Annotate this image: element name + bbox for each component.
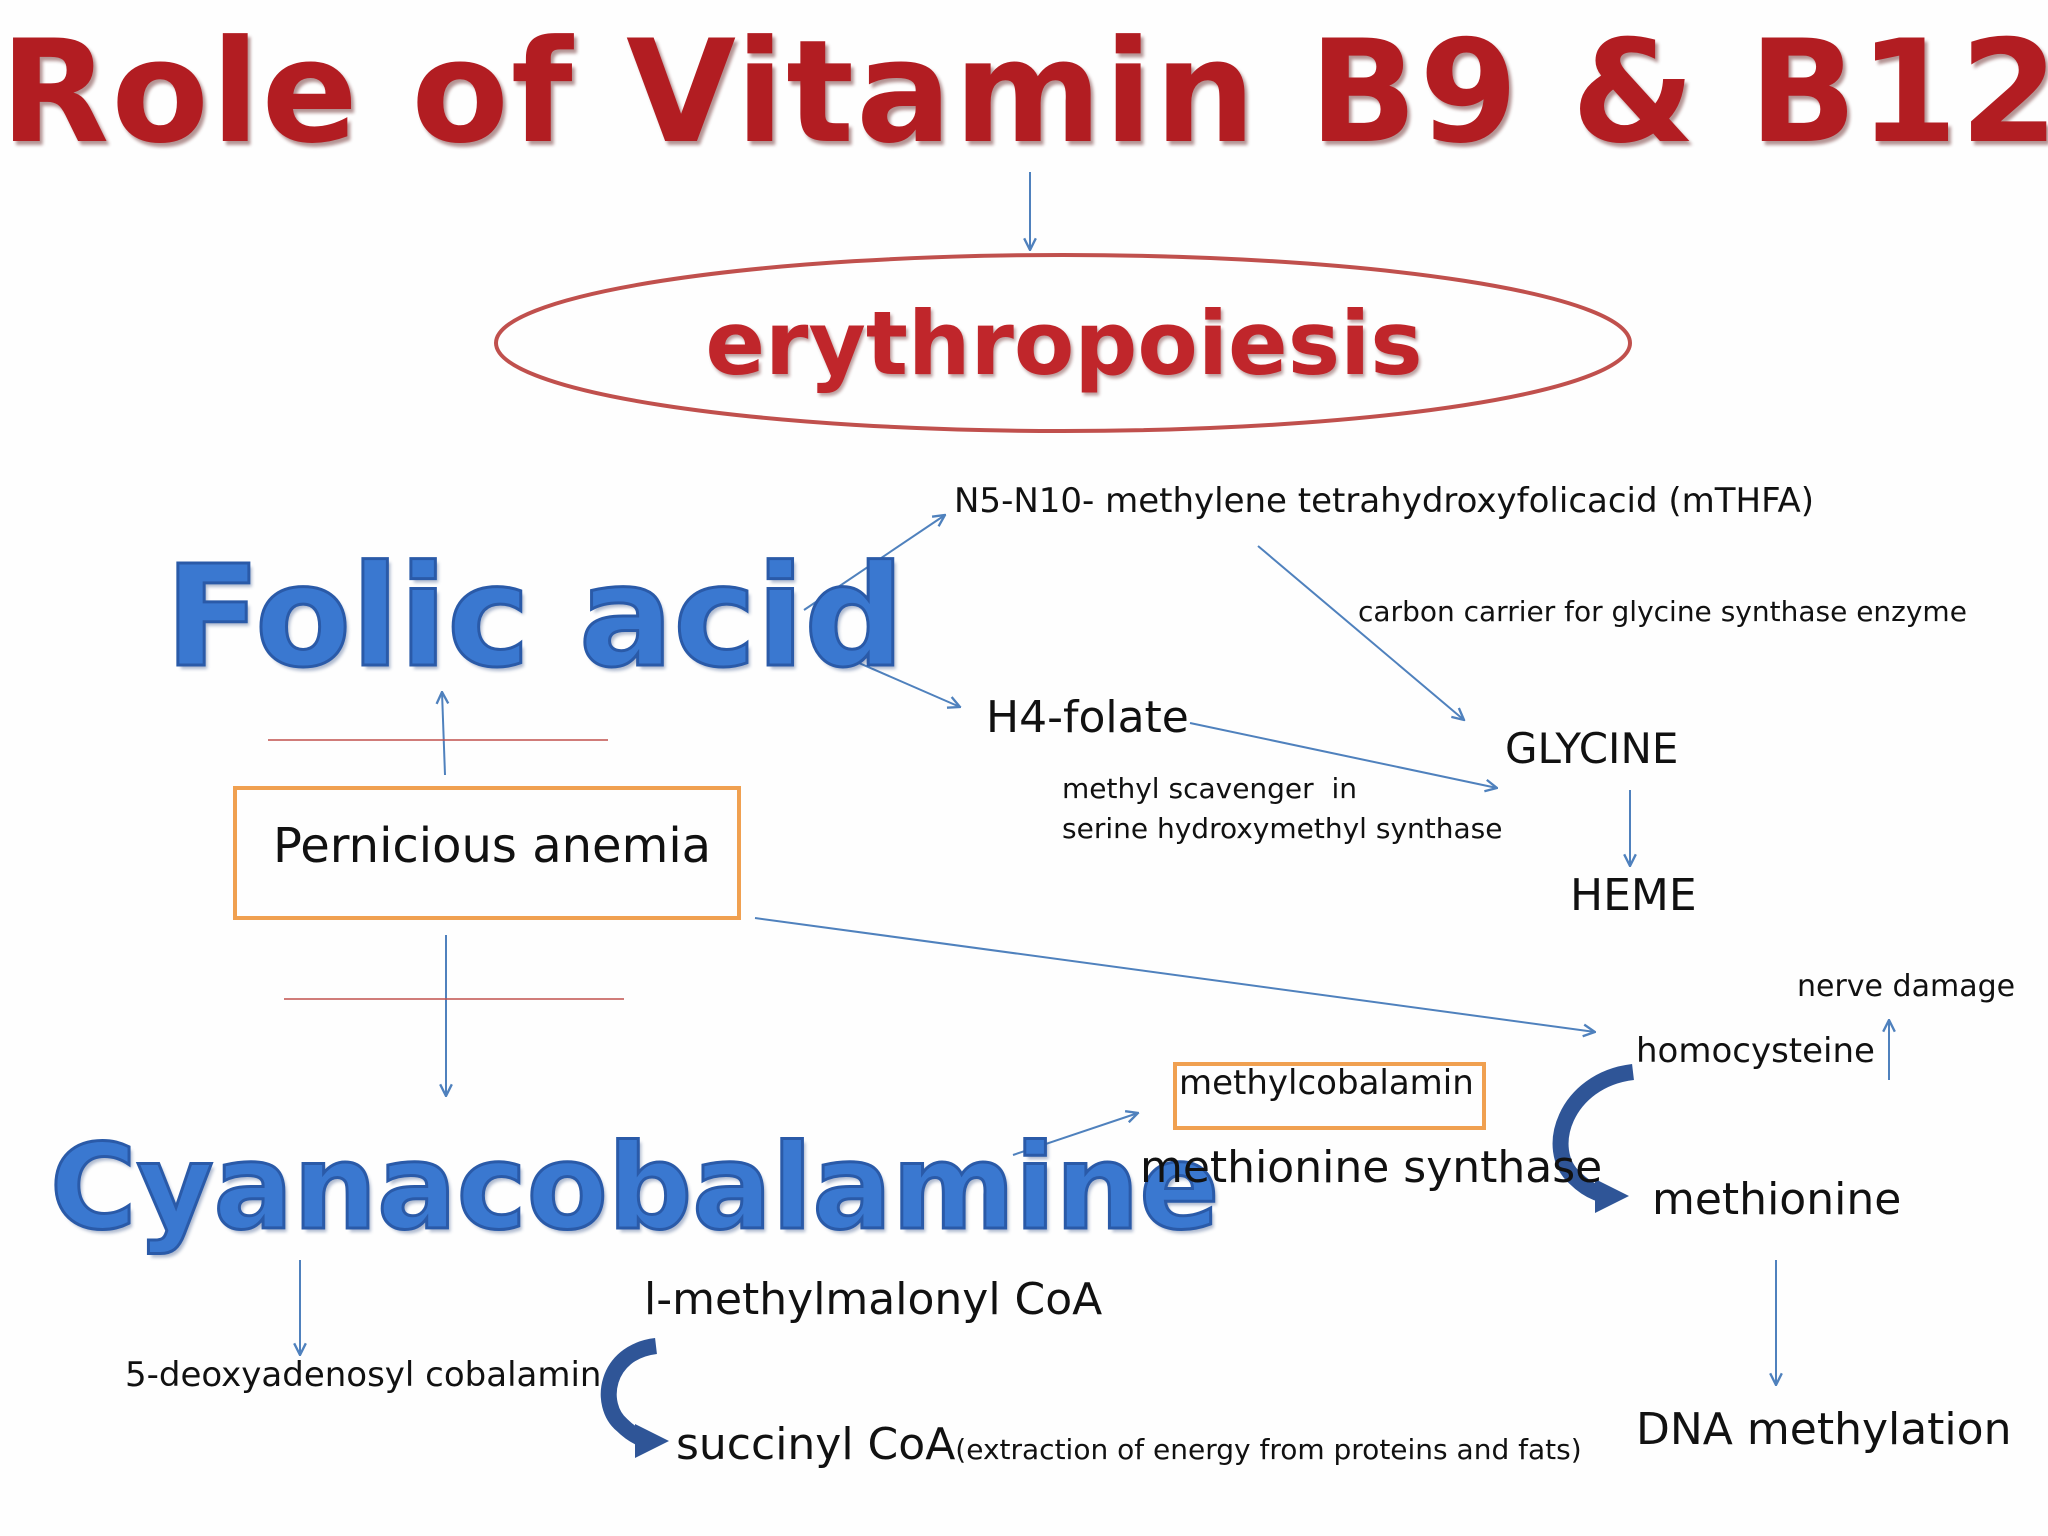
methylcobalamin-label: methylcobalamin: [1179, 1063, 1474, 1103]
methionine-synthase-label: methionine synthase: [1140, 1142, 1603, 1193]
arrow-cyanocobalamine-to-methylcobalamin: [1012, 1113, 1138, 1156]
page-title: Role of Vitamin B9 & B12: [0, 10, 2048, 175]
curved-arrow-methylmalonyl-to-succinyl: [600, 1338, 669, 1458]
curved-arrow-homocysteine-to-methionine: [1552, 1064, 1635, 1213]
arrow-pernicious-to-folic: [442, 692, 445, 776]
arrow-folic-to-mthfa: [803, 515, 945, 611]
homocysteine-label: homocysteine: [1636, 1031, 1875, 1071]
methionine-label: methionine: [1652, 1174, 1902, 1225]
erythropoiesis-label: erythropoiesis: [705, 292, 1423, 395]
methyl-scavenger-note-line2: serine hydroxymethyl synthase: [1062, 812, 1503, 845]
dna-methylation-label: DNA methylation: [1636, 1404, 2012, 1455]
succinyl-coa-text: succinyl CoA: [676, 1419, 956, 1470]
cyanocobalamine-label: Cyanacobalamine: [48, 1118, 1220, 1256]
arrow-mthfa-to-glycine: [1257, 545, 1464, 720]
h4-folate-label: H4-folate: [986, 692, 1189, 743]
erythropoiesis-ellipse: [494, 253, 1632, 433]
heme-label: HEME: [1570, 870, 1697, 921]
arrow-folic-to-h4folate: [819, 645, 960, 707]
folic-acid-label: Folic acid: [164, 536, 907, 699]
methylmalonyl-coa-label: l-methylmalonyl CoA: [644, 1274, 1103, 1325]
pernicious-anemia-label: Pernicious anemia: [273, 818, 712, 874]
pernicious-anemia-box: [233, 786, 741, 920]
arrow-h4folate-to-glycine: [1189, 722, 1497, 788]
nerve-damage-label: nerve damage: [1797, 969, 2016, 1004]
carbon-carrier-note: carbon carrier for glycine synthase enzy…: [1358, 595, 1967, 628]
arrow-pernicious-to-homocysteine: [754, 917, 1595, 1032]
methyl-scavenger-note-line1: methyl scavenger in: [1062, 772, 1357, 805]
glycine-label: GLYCINE: [1505, 724, 1679, 773]
mthfa-label: N5-N10- methylene tetrahydroxyfolicacid …: [954, 481, 1815, 521]
methylcobalamin-box: [1173, 1062, 1486, 1130]
deoxyadenosyl-cobalamin-label: 5-deoxyadenosyl cobalamin: [125, 1355, 602, 1395]
succinyl-coa-label: succinyl CoA(extraction of energy from p…: [676, 1423, 1582, 1467]
succinyl-coa-note: (extraction of energy from proteins and …: [955, 1433, 1582, 1466]
